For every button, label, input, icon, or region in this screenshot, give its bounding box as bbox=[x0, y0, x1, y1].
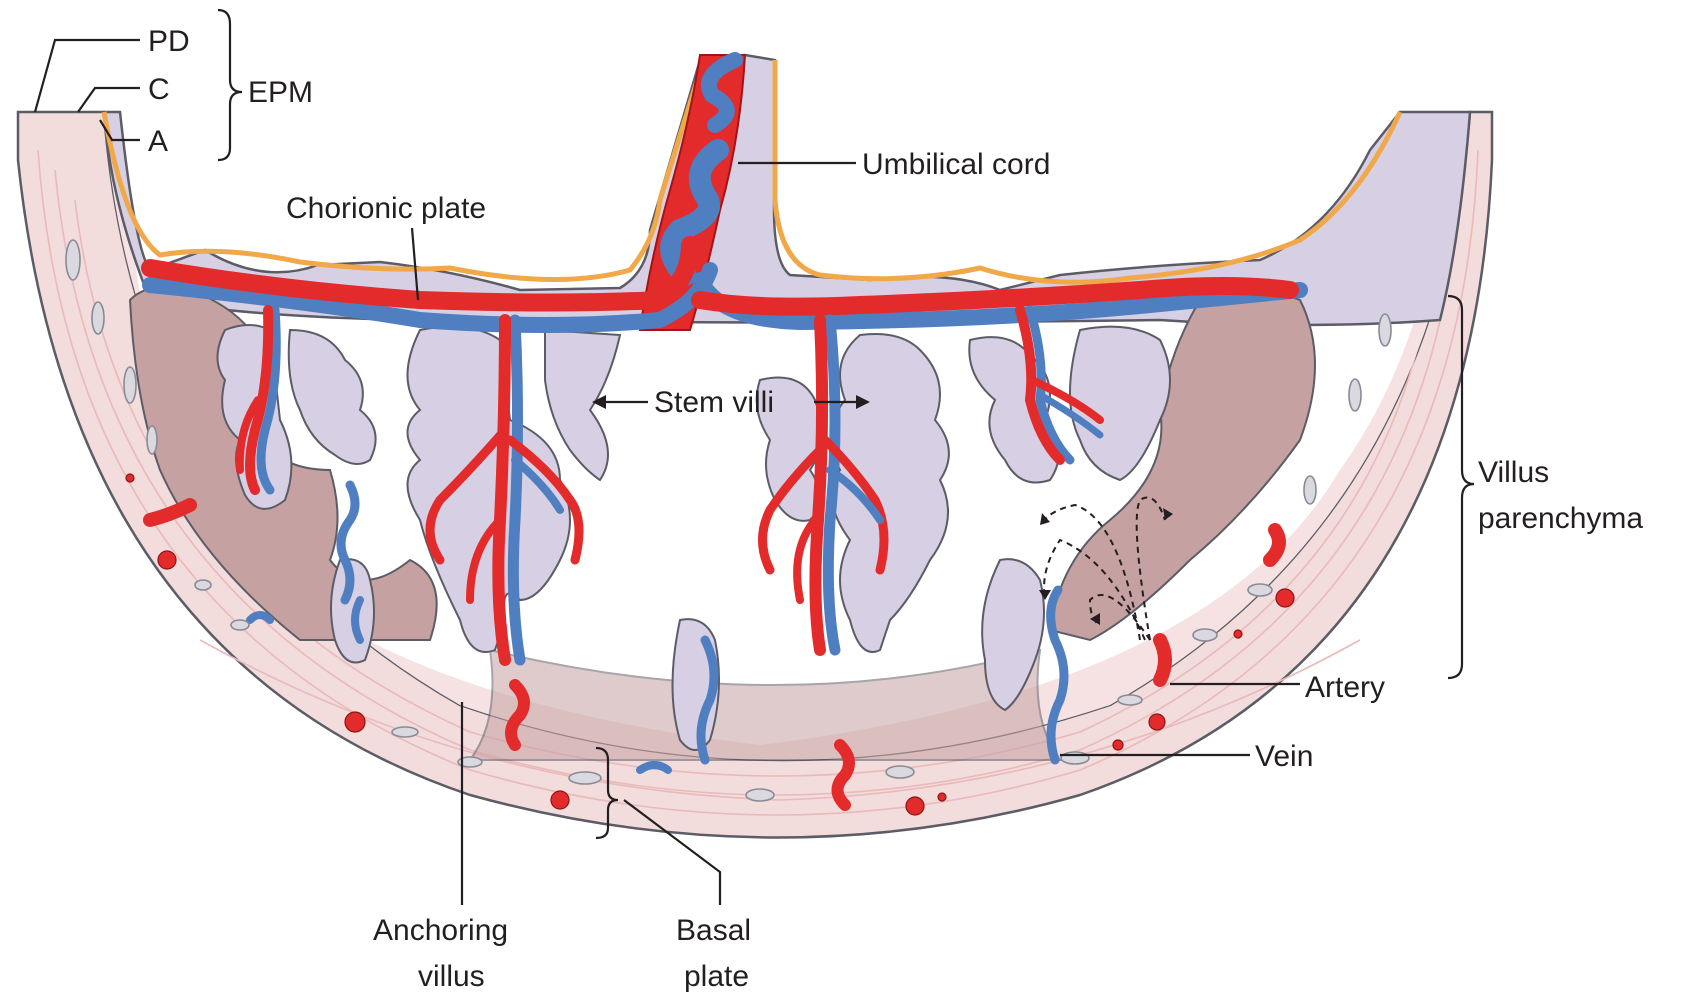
epm-brace bbox=[218, 10, 242, 160]
label-parenchyma: parenchyma bbox=[1478, 502, 1643, 535]
label-anchoring: Anchoring bbox=[373, 914, 508, 947]
label-artery: Artery bbox=[1305, 671, 1385, 704]
amnion-line bbox=[104, 55, 705, 280]
label-umbilical-cord: Umbilical cord bbox=[862, 148, 1050, 181]
label-vein: Vein bbox=[1255, 740, 1313, 773]
label-villus-anchor: villus bbox=[418, 960, 485, 993]
label-epm: EPM bbox=[248, 76, 313, 109]
label-a: A bbox=[148, 125, 168, 158]
stem-villi-callout: Stem villi bbox=[592, 386, 870, 419]
label-basal: Basal bbox=[676, 914, 751, 947]
label-villus: Villus bbox=[1478, 456, 1549, 489]
label-plate: plate bbox=[684, 960, 749, 993]
label-pd: PD bbox=[148, 25, 190, 58]
label-stem-villi: Stem villi bbox=[654, 386, 774, 419]
label-c: C bbox=[148, 73, 170, 106]
label-chorionic-plate: Chorionic plate bbox=[286, 192, 486, 225]
